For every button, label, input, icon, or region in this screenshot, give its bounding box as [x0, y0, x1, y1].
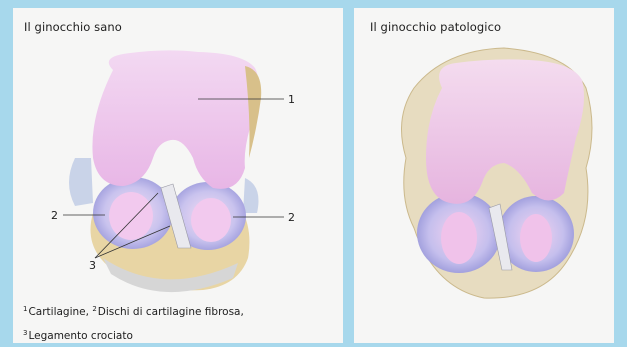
plateau-left: [441, 212, 477, 264]
legend-text-ligament: Legamento crociato: [28, 330, 132, 342]
pathological-knee-illustration: [354, 8, 614, 343]
tibial-plateau-right: [191, 198, 231, 242]
callout-2-right: 2: [288, 212, 295, 223]
legend-line-2: 3Legamento crociato: [23, 323, 244, 347]
femur-cartilage: [92, 50, 258, 188]
plateau-right: [520, 214, 552, 262]
legend: 1Cartilagine, 2Dischi di cartilagine fib…: [23, 299, 244, 347]
legend-sup-2: 2: [92, 305, 96, 313]
legend-text-discs: Dischi di cartilagine fibrosa,: [98, 306, 244, 318]
legend-sup-3: 3: [23, 329, 27, 337]
healthy-knee-panel: Il ginocchio sano: [13, 8, 343, 343]
side-tissue-right: [243, 178, 259, 213]
callout-3: 3: [89, 260, 96, 271]
legend-sup-1: 1: [23, 305, 27, 313]
callout-2-left: 2: [51, 210, 58, 221]
side-tissue-left: [69, 158, 93, 206]
legend-text-cartilage: Cartilagine,: [28, 306, 92, 318]
pathological-knee-panel: Il ginocchio patologico: [354, 8, 614, 343]
healthy-knee-illustration: [13, 8, 343, 343]
legend-line-1: 1Cartilagine, 2Dischi di cartilagine fib…: [23, 299, 244, 323]
callout-1: 1: [288, 94, 295, 105]
tibial-plateau-left: [109, 192, 153, 240]
